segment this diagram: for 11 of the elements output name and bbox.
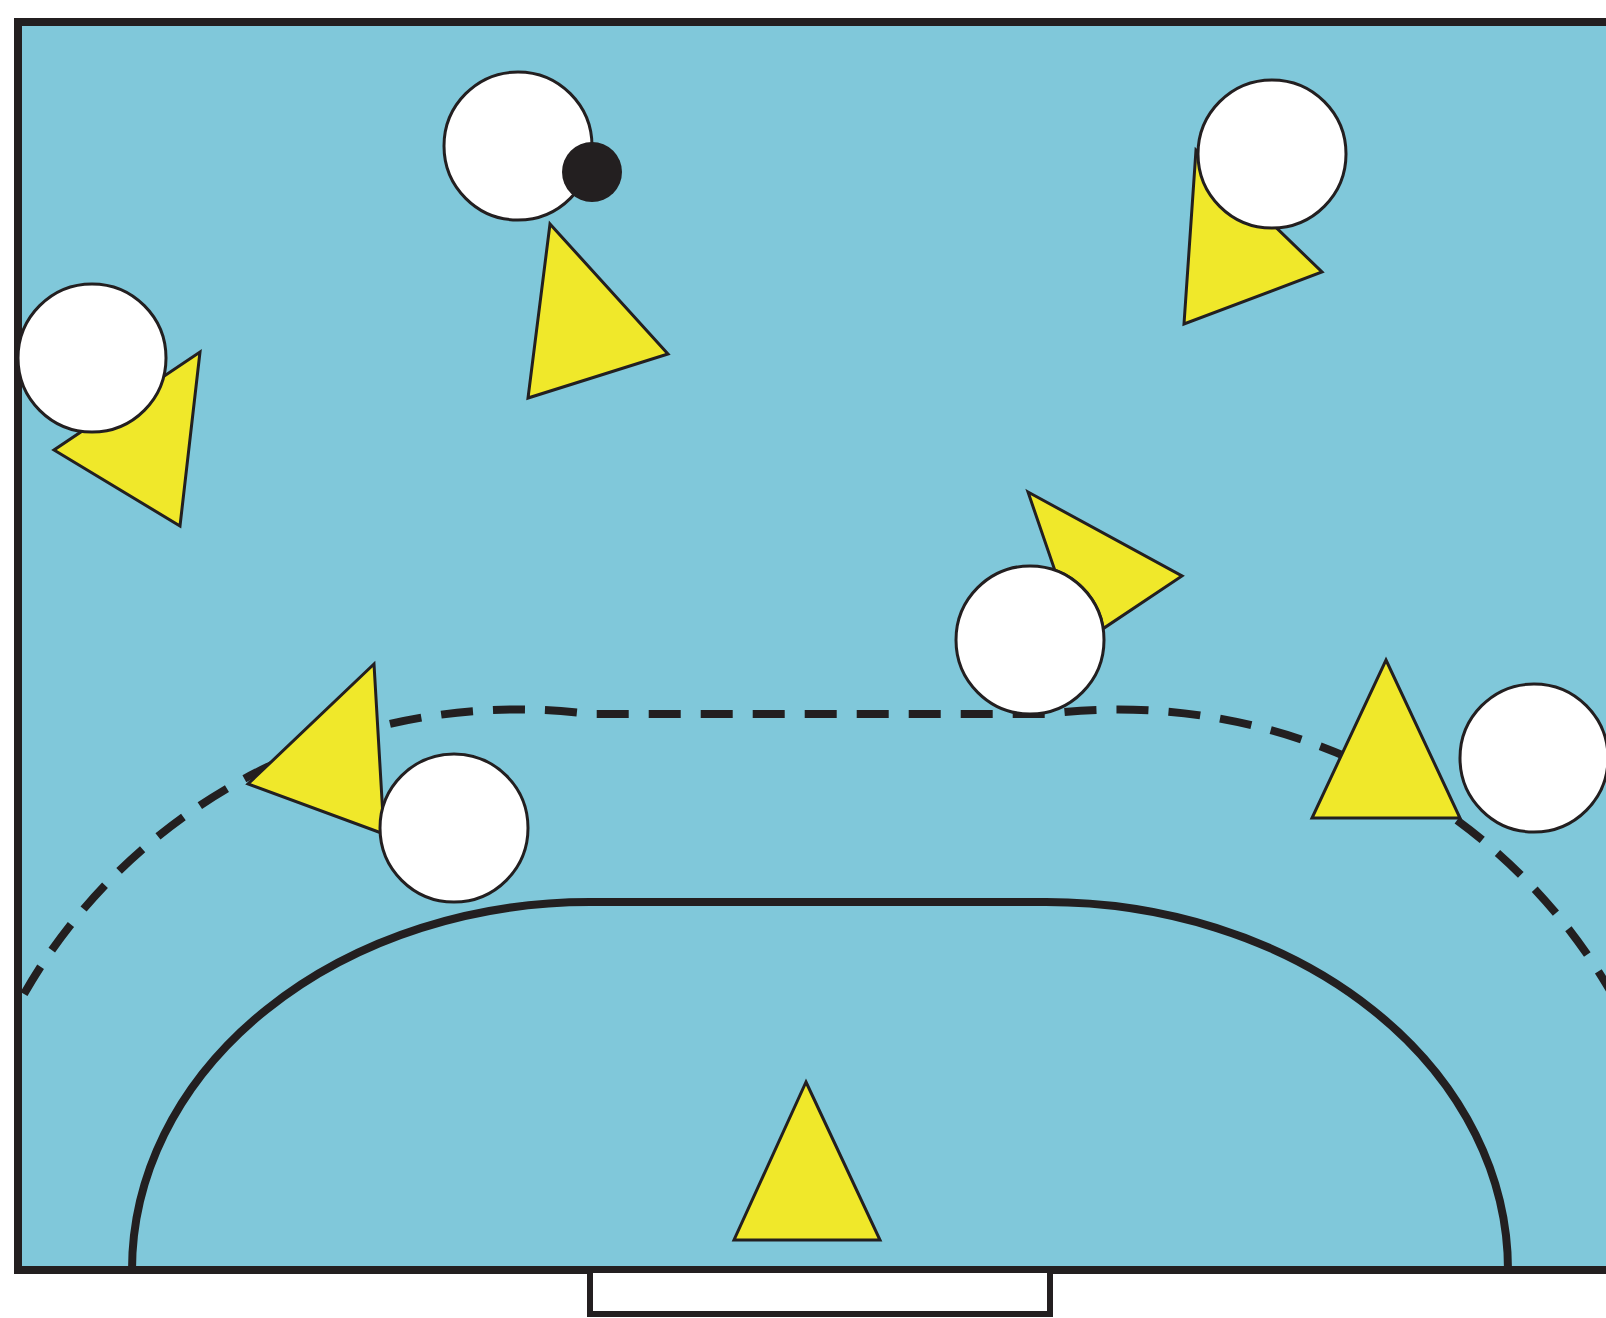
attacker-circle: [16, 282, 168, 434]
ball-icon: [562, 142, 622, 202]
attacker-circle: [1196, 78, 1348, 230]
defender-triangle: [1026, 490, 1184, 631]
defender-triangle: [731, 1078, 883, 1242]
defender-triangle: [526, 220, 671, 401]
defender-triangle: [245, 660, 386, 837]
attacker-circle: [954, 564, 1106, 716]
attacker-circle: [378, 752, 530, 904]
attacker-circle: [442, 70, 594, 222]
defender-triangle: [1309, 656, 1463, 820]
